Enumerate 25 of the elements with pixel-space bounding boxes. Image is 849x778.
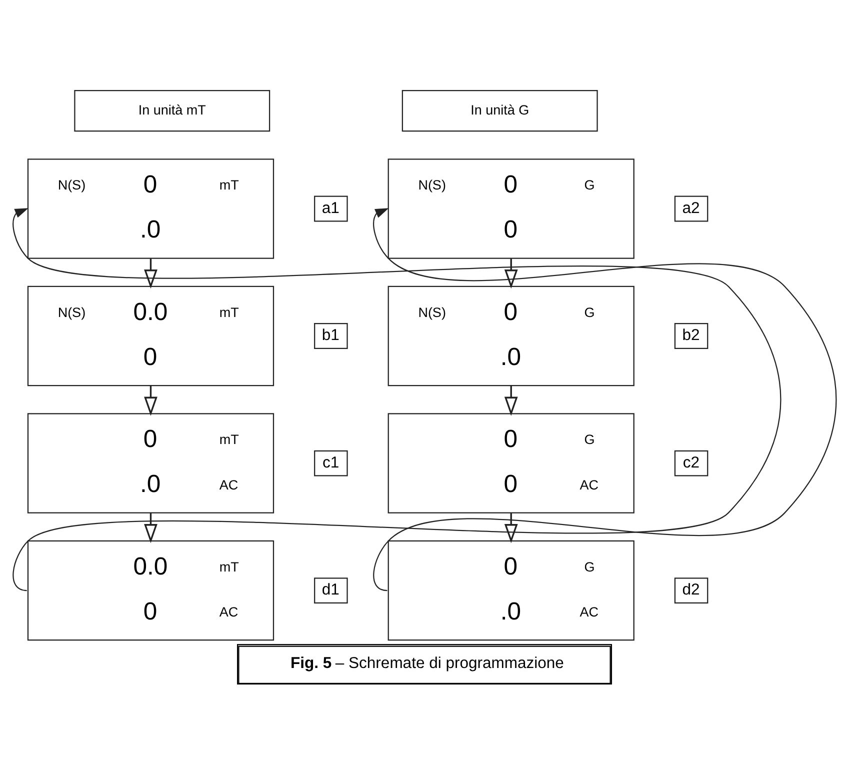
arrow	[144, 512, 158, 543]
node-box: a1	[314, 195, 348, 222]
arrow	[504, 258, 518, 288]
node-box: 0 G .0 AC	[388, 540, 634, 640]
node-box: 0 G 0 AC	[388, 412, 634, 513]
arrow	[504, 385, 518, 416]
node-box: b2	[674, 322, 708, 348]
node-box: In unità G	[402, 89, 598, 132]
node-box: b1	[314, 322, 348, 348]
caption: Fig. 5 – Schremate di programmazione	[290, 654, 564, 672]
node-box: c1	[314, 450, 348, 476]
node-box: d2	[674, 577, 708, 603]
node-box: N(S) 0 mT .0	[27, 158, 274, 258]
node-box: d1	[314, 577, 348, 603]
node-box: 0 mT .0 AC	[27, 412, 274, 513]
node-box: a2	[674, 195, 708, 222]
node-box: N(S) 0 G 0	[388, 158, 634, 258]
node-box: c2	[674, 450, 708, 476]
arrow	[144, 258, 158, 288]
node-box: N(S) 0.0 mT 0	[27, 285, 274, 386]
node-box: N(S) 0 G .0	[388, 285, 634, 386]
arrow	[504, 512, 518, 543]
node-box: In unità mT	[74, 89, 270, 132]
node-box: 0.0 mT 0 AC	[27, 540, 274, 640]
arrow	[144, 385, 158, 416]
